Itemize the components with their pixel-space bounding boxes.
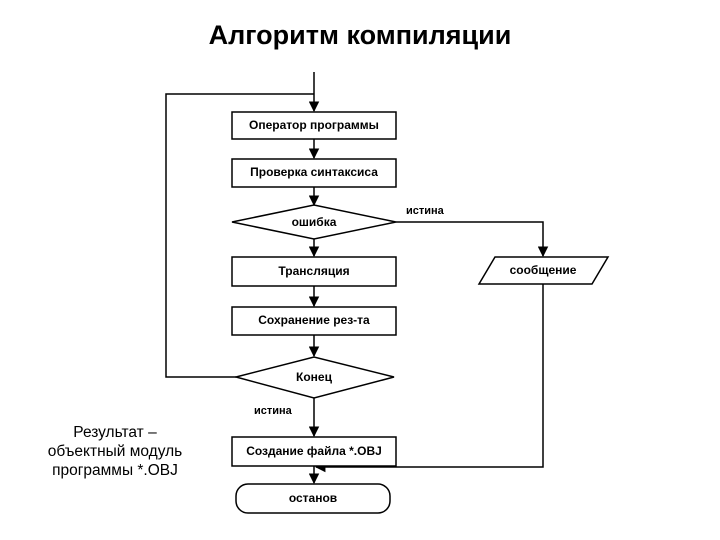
error-label: ошибка — [292, 215, 337, 229]
result-note-line-1: Результат – — [73, 424, 157, 441]
end-label: Конец — [296, 370, 333, 384]
translation-label: Трансляция — [278, 264, 349, 278]
error-true-label: истина — [406, 205, 445, 217]
diagram-title: Алгоритм компиляции — [208, 20, 512, 50]
result-note-line-2: объектный модуль — [47, 443, 183, 460]
end-true-label: истина — [254, 405, 293, 417]
arrow-message-to-stop — [314, 284, 544, 473]
stop-label: останов — [289, 491, 337, 505]
result-note-line-3: программы *.OBJ — [52, 462, 178, 479]
process-box-translation — [231, 256, 397, 287]
io-message — [477, 256, 610, 285]
process-box-create-file — [231, 436, 397, 467]
terminator-stop — [235, 483, 391, 514]
process-box-syntax-check — [231, 158, 397, 188]
process-box-operator — [231, 111, 397, 140]
decision-end — [233, 356, 395, 399]
loop-back-line — [165, 93, 314, 378]
syntax-check-label: Проверка синтаксиса — [250, 165, 378, 179]
message-label: сообщение — [510, 263, 577, 277]
decision-error — [231, 204, 397, 240]
arrow-error-to-message — [396, 221, 549, 258]
connector-lines — [165, 72, 549, 485]
process-box-save-result — [231, 306, 397, 336]
create-file-label: Создание файла *.OBJ — [246, 444, 382, 458]
operator-label: Оператор программы — [249, 118, 379, 132]
save-result-label: Сохранение рез-та — [258, 313, 370, 327]
result-note: Результат – объектный модуль программы *… — [20, 423, 210, 480]
